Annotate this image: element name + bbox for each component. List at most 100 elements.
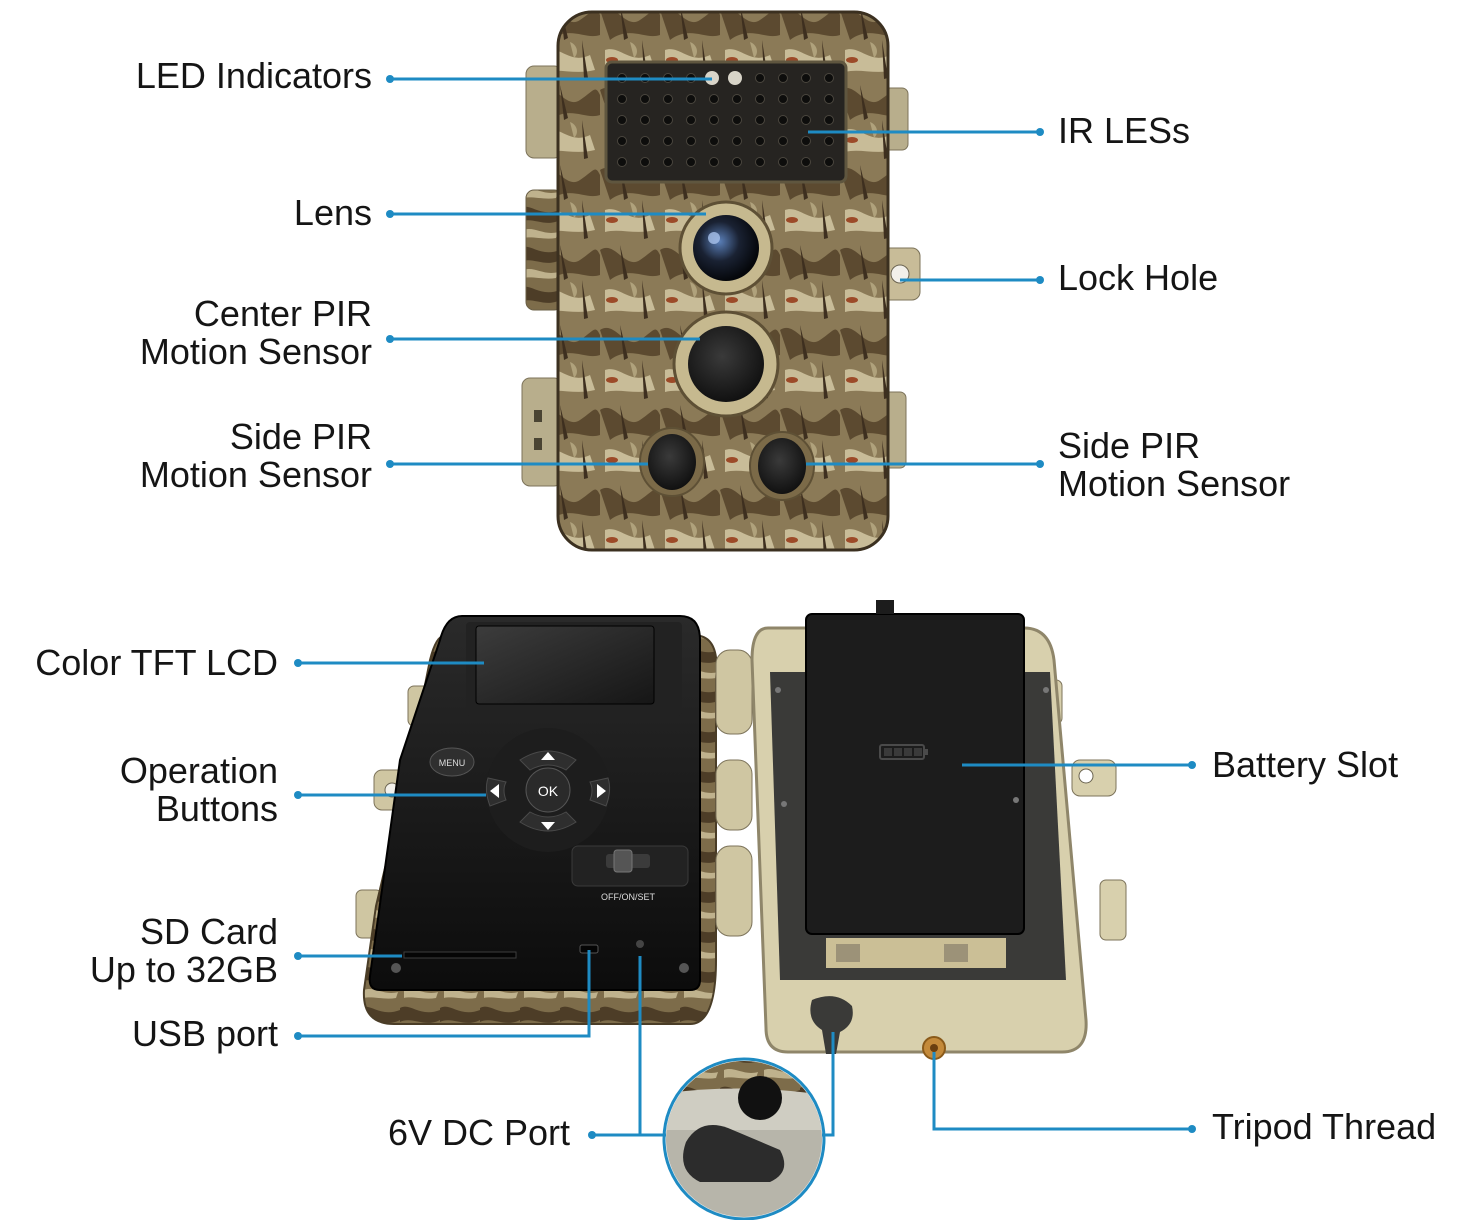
menu-button-label: MENU	[439, 758, 466, 768]
ir-led-icon	[709, 94, 719, 104]
ir-led-icon	[801, 115, 811, 125]
label-dc-port: 6V DC Port	[388, 1114, 570, 1152]
ir-led-icon	[801, 136, 811, 146]
ir-led-icon	[663, 136, 673, 146]
ir-led-icon	[801, 157, 811, 167]
ir-led-icon	[732, 136, 742, 146]
ir-led-icon	[640, 94, 650, 104]
label-dc-port-text: 6V DC Port	[387, 1112, 570, 1153]
label-sd-card: SD Card Up to 32GB	[90, 913, 278, 989]
ir-led-icon	[640, 136, 650, 146]
ir-led-icon	[709, 136, 719, 146]
sd-card-slot	[403, 951, 517, 959]
ir-led-icon	[617, 94, 627, 104]
ir-led-icon	[732, 157, 742, 167]
power-switch-knob[interactable]	[613, 849, 633, 873]
label-ir-leds: IR LESs	[1058, 112, 1190, 150]
ir-led-icon	[732, 94, 742, 104]
label-color-tft-lcd: Color TFT LCD	[35, 644, 278, 682]
arrow-down-icon	[541, 822, 555, 830]
ir-led-icon	[686, 157, 696, 167]
label-led-indicators-text: LED Indicators	[135, 55, 372, 96]
ir-led-icon	[686, 115, 696, 125]
up-button[interactable]	[519, 750, 577, 771]
side-pir-right-icon	[758, 438, 806, 494]
camera-open-front-half: MENU OK OFF/ON/SET	[355, 615, 753, 1025]
camera-open-back-half	[750, 600, 1127, 1060]
label-lock-hole-text: Lock Hole	[1058, 257, 1219, 298]
menu-button[interactable]	[429, 747, 475, 777]
label-tripod-thread: Tripod Thread	[1212, 1108, 1436, 1146]
ir-led-icon	[755, 73, 765, 83]
callout-usb-port	[298, 950, 591, 1038]
label-led-indicators: LED Indicators	[136, 57, 372, 95]
power-switch-label: OFF/ON/SET	[601, 892, 656, 902]
ir-led-icon	[732, 115, 742, 125]
ir-led-icon	[778, 157, 788, 167]
ir-led-icon	[801, 73, 811, 83]
ir-led-icon	[617, 136, 627, 146]
label-side-pir-right-line2: Motion Sensor	[1058, 463, 1291, 504]
ir-led-icon	[824, 73, 834, 83]
dc-port-cover	[810, 996, 853, 1054]
label-battery-slot: Battery Slot	[1212, 746, 1398, 784]
label-center-pir-line1: Center PIR	[193, 293, 372, 334]
label-sd-card-line1: SD Card	[139, 911, 278, 952]
label-usb-port: USB port	[132, 1015, 278, 1053]
battery-compartment-cover	[805, 613, 1025, 935]
callout-lines	[298, 77, 1192, 1137]
hinge	[715, 759, 753, 831]
ir-led-icon	[686, 136, 696, 146]
hinge	[715, 845, 753, 937]
ir-led-icon	[755, 136, 765, 146]
ir-led-icon	[640, 157, 650, 167]
ir-led-icon	[778, 115, 788, 125]
down-button[interactable]	[519, 811, 577, 832]
label-center-pir: Center PIR Motion Sensor	[140, 295, 372, 371]
label-sd-card-line2: Up to 32GB	[89, 949, 278, 990]
color-tft-lcd-screen	[475, 625, 655, 705]
hinge	[715, 649, 753, 735]
ir-led-icon	[778, 136, 788, 146]
ir-led-icon	[778, 94, 788, 104]
label-tripod-thread-text: Tripod Thread	[1212, 1106, 1437, 1147]
ir-led-icon	[755, 94, 765, 104]
arrow-up-icon	[541, 752, 555, 760]
camera-lens-icon	[693, 215, 759, 281]
ir-led-panel	[604, 60, 848, 184]
label-lens: Lens	[294, 194, 372, 232]
center-pir-sensor-icon	[688, 326, 764, 402]
callout-dc-port-case	[822, 1032, 835, 1137]
label-operation-buttons: Operation Buttons	[120, 752, 278, 828]
lock-hole-icon	[1078, 768, 1094, 784]
label-usb-port-text: USB port	[131, 1013, 278, 1054]
dc-port-inset	[662, 1057, 826, 1220]
callout-dots	[294, 75, 1196, 1139]
label-operation-buttons-line2: Buttons	[155, 788, 278, 829]
label-side-pir-left: Side PIR Motion Sensor	[140, 418, 372, 494]
dc-port-hole	[738, 1076, 782, 1120]
ir-led-icon	[824, 157, 834, 167]
led-indicator	[728, 71, 742, 85]
arrow-left-icon	[490, 784, 499, 798]
battery-icon	[879, 744, 928, 760]
label-operation-buttons-line1: Operation	[119, 750, 278, 791]
ir-led-icon	[755, 157, 765, 167]
label-color-tft-lcd-text: Color TFT LCD	[35, 642, 278, 683]
label-side-pir-right-line1: Side PIR	[1058, 425, 1201, 466]
label-battery-slot-text: Battery Slot	[1212, 744, 1399, 785]
label-lens-text: Lens	[293, 192, 372, 233]
left-latch	[521, 377, 563, 487]
ir-led-icon	[801, 94, 811, 104]
ir-led-icon	[709, 115, 719, 125]
label-side-pir-left-line1: Side PIR	[229, 416, 372, 457]
dc-port-rubber-cap	[683, 1125, 785, 1182]
ir-led-icon	[824, 136, 834, 146]
ir-led-icon	[617, 157, 627, 167]
ok-button-label: OK	[538, 783, 559, 799]
camera-front	[521, 10, 921, 552]
label-side-pir-left-line2: Motion Sensor	[139, 454, 372, 495]
ok-button[interactable]	[525, 767, 571, 813]
label-side-pir-right: Side PIR Motion Sensor	[1058, 427, 1290, 503]
